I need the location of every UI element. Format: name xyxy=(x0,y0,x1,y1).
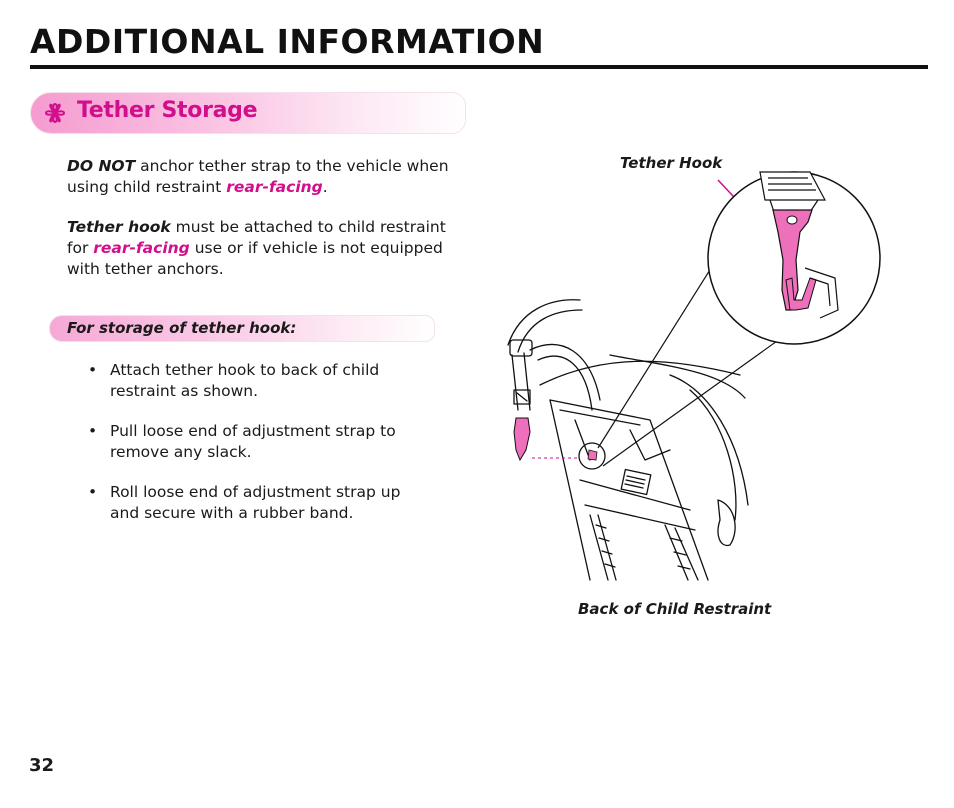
para1-highlight: rear-facing xyxy=(226,178,323,196)
page-title: ADDITIONAL INFORMATION xyxy=(30,22,545,61)
figure-caption: Back of Child Restraint xyxy=(578,600,772,618)
bullet-text: Roll loose end of adjustment strap up an… xyxy=(110,483,401,522)
subheading: For storage of tether hook: xyxy=(67,319,297,337)
para1-end: . xyxy=(322,178,328,196)
bullet-dot: • xyxy=(88,422,98,440)
bullet-text: Attach tether hook to back of child rest… xyxy=(110,361,380,400)
page-number: 32 xyxy=(29,755,55,776)
paragraph-do-not: DO NOT anchor tether strap to the vehicl… xyxy=(67,156,467,198)
bullet-dot: • xyxy=(88,361,98,379)
para2-end: use or if vehicle is not equipped with t… xyxy=(67,239,443,278)
child-restraint-illustration xyxy=(507,171,881,581)
para1-text: anchor tether strap to the vehicle when … xyxy=(67,157,449,196)
para1-lead: DO NOT xyxy=(67,157,136,175)
bullet-text: Pull loose end of adjustment strap to re… xyxy=(110,422,396,461)
para2-text: must be attached to child restraint for xyxy=(67,218,446,257)
para2-lead: Tether hook xyxy=(67,218,171,236)
para2-highlight: rear-facing xyxy=(93,239,190,257)
bullet-dot: • xyxy=(88,483,98,501)
flower-icon xyxy=(45,103,65,123)
paragraph-tether-hook: Tether hook must be attached to child re… xyxy=(67,217,467,280)
section-title: Tether Storage xyxy=(77,98,258,123)
subheading-bar xyxy=(49,315,435,342)
callout-label: Tether Hook xyxy=(620,154,723,172)
title-divider xyxy=(30,65,928,69)
section-header-bar xyxy=(30,92,466,134)
